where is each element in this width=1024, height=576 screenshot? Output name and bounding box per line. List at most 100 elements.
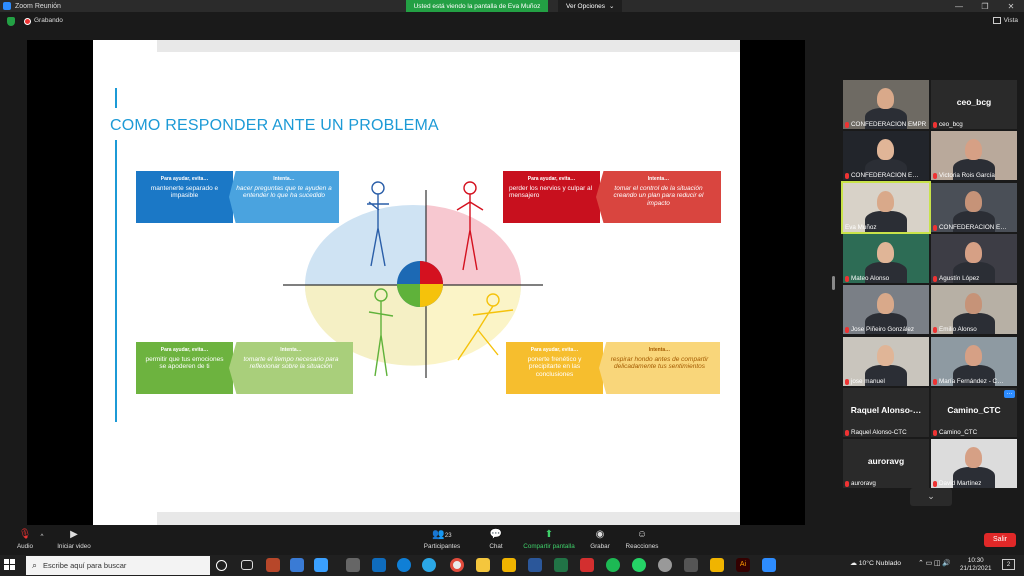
window-controls: — ❐ ✕ — [946, 0, 1024, 12]
notifications-icon[interactable]: 2 — [1002, 559, 1015, 570]
avoid-text: ponerte frenético y precipitarte en las … — [527, 355, 582, 378]
participant-tile[interactable]: Emilio Alonso — [931, 285, 1017, 334]
chrome-icon[interactable] — [450, 558, 464, 572]
participant-name: Raquel Alonso-CTC — [845, 429, 907, 436]
participant-tile[interactable]: David Martínez — [931, 439, 1017, 488]
leave-meeting-button[interactable]: Salir — [984, 533, 1016, 547]
security-shield-icon[interactable] — [7, 17, 15, 26]
app-icon-1[interactable] — [266, 558, 280, 572]
participant-name: Emilio Alonso — [933, 326, 977, 333]
participant-tile[interactable]: ceo_bcg ceo_bcg — [931, 80, 1017, 129]
participant-name-label: Raquel Alonso-CTC — [851, 429, 907, 436]
mic-muted-icon — [933, 378, 937, 385]
app-icon-6[interactable] — [658, 558, 672, 572]
view-button[interactable]: Vista — [992, 17, 1018, 24]
mic-muted-icon — [845, 480, 849, 487]
participant-tile[interactable]: Jose Piñeiro González — [843, 285, 929, 334]
avoid-text: perder los nervios y culpar al mensajero — [509, 184, 593, 200]
windows-start-icon[interactable] — [4, 559, 16, 571]
search-placeholder: Escribe aquí para buscar — [43, 561, 127, 570]
audio-label: Audio — [16, 543, 34, 550]
participant-tile[interactable]: Mateo Alonso — [843, 234, 929, 283]
whatsapp-icon[interactable] — [632, 558, 646, 572]
participant-tile[interactable]: Agustín López — [931, 234, 1017, 283]
app-icon-4[interactable] — [346, 558, 360, 572]
participant-tile[interactable]: CONFEDERACION E… — [843, 131, 929, 180]
gallery-scrollbar[interactable] — [832, 276, 835, 290]
clock-time: 10:30 — [967, 557, 984, 564]
outlook-icon[interactable] — [372, 558, 386, 572]
quadrant-box-yellow: Para ayudar, evita… ponerte frenético y … — [506, 342, 720, 394]
minimize-button[interactable]: — — [955, 1, 963, 11]
participant-video — [953, 365, 995, 386]
mic-muted-icon — [845, 275, 849, 282]
participant-tile[interactable]: Eva Muñoz — [841, 181, 931, 234]
view-options-button[interactable]: Ver Opciones ⌄ — [558, 0, 623, 12]
gallery-next-page-button[interactable]: ⌄ — [910, 488, 952, 506]
figure-yellow — [457, 293, 514, 361]
record-button[interactable]: ◉ Grabar — [588, 529, 612, 550]
app-icon-3[interactable] — [314, 558, 328, 572]
avoid-heading: Para ayudar, evita… — [160, 347, 209, 353]
start-video-button[interactable]: ▶ Iniciar video — [54, 529, 94, 550]
zoom-taskbar-icon[interactable] — [762, 558, 776, 572]
taskbar-clock[interactable]: 10:30 21/12/2021 — [960, 557, 992, 573]
participant-tile[interactable]: María Fernández - C… — [931, 337, 1017, 386]
file-explorer-icon[interactable] — [476, 558, 490, 572]
center-dot-yellow — [420, 284, 443, 307]
mic-muted-icon — [933, 121, 937, 128]
app-icon-8[interactable] — [710, 558, 724, 572]
taskbar-search-box[interactable]: ⌕ Escribe aquí para buscar — [26, 556, 210, 575]
avoid-text: mantenerte separado e impasible — [150, 184, 219, 200]
slide-title: COMO RESPONDER ANTE UN PROBLEMA — [110, 117, 439, 134]
maximize-button[interactable]: ❐ — [981, 1, 989, 11]
edge-icon[interactable] — [397, 558, 411, 572]
share-screen-button[interactable]: ⬆ Compartir pantalla — [520, 529, 578, 550]
participant-tile[interactable]: CONFEDERACION EMPR… — [843, 80, 929, 129]
participant-tile[interactable]: CONFEDERACION E… — [931, 183, 1017, 232]
participant-tile[interactable]: Camino_CTC…Camino_CTC — [931, 388, 1017, 437]
try-heading: Intenta… — [648, 347, 671, 353]
close-button[interactable]: ✕ — [1007, 1, 1015, 11]
try-heading: Intenta… — [647, 176, 670, 182]
more-options-icon[interactable]: … — [1004, 390, 1015, 398]
word-icon[interactable] — [528, 558, 542, 572]
acrobat-icon[interactable] — [580, 558, 594, 572]
participant-tile[interactable]: Victoria Rois García — [931, 131, 1017, 180]
meeting-toolbar — [0, 527, 1024, 554]
app-icon-7[interactable] — [684, 558, 698, 572]
participant-tile[interactable]: Raquel Alonso-…Raquel Alonso-CTC — [843, 388, 929, 437]
chat-button[interactable]: 💬 Chat — [484, 529, 508, 550]
participant-tile[interactable]: jose manuel — [843, 337, 929, 386]
participant-video — [865, 365, 907, 386]
app-icon-2[interactable] — [290, 558, 304, 572]
participant-name: ceo_bcg — [933, 121, 963, 128]
quadrant-box-red: Para ayudar, evita… perder los nervios y… — [503, 171, 721, 223]
illustrator-icon[interactable]: Ai — [736, 558, 750, 572]
spotify-icon[interactable] — [606, 558, 620, 572]
quadrant-diagram — [283, 181, 543, 378]
participant-name-label: Jose Piñeiro González — [851, 326, 915, 333]
figure-green — [368, 288, 394, 377]
audio-button[interactable]: 🎙 Audio — [12, 529, 38, 550]
app-icon-5[interactable] — [502, 558, 516, 572]
weather-widget[interactable]: ☁ 10°C Nublado — [850, 559, 901, 567]
participant-video — [953, 467, 995, 488]
participant-display-name: ceo_bcg — [956, 97, 992, 107]
audio-options-chevron-icon[interactable]: ^ — [40, 533, 44, 540]
participant-name: CONFEDERACION EMPR… — [845, 121, 927, 128]
participant-face — [965, 293, 982, 314]
cortana-icon[interactable] — [216, 560, 227, 571]
system-tray-icons[interactable]: ⌃ ▭ ◫ 🔊 — [918, 560, 951, 567]
participants-button[interactable]: 👥23 Participantes — [420, 529, 464, 550]
try-panel: Intenta… hacer preguntas que te ayuden a… — [229, 171, 339, 223]
slide-accent-line — [115, 88, 117, 108]
center-dot-green — [397, 284, 420, 307]
video-off-icon: ▶ — [70, 529, 78, 540]
participant-video — [865, 211, 907, 232]
reactions-button[interactable]: ☺ Reacciones — [624, 529, 660, 550]
excel-icon[interactable] — [554, 558, 568, 572]
task-view-icon[interactable] — [241, 560, 253, 570]
edge-beta-icon[interactable] — [422, 558, 436, 572]
